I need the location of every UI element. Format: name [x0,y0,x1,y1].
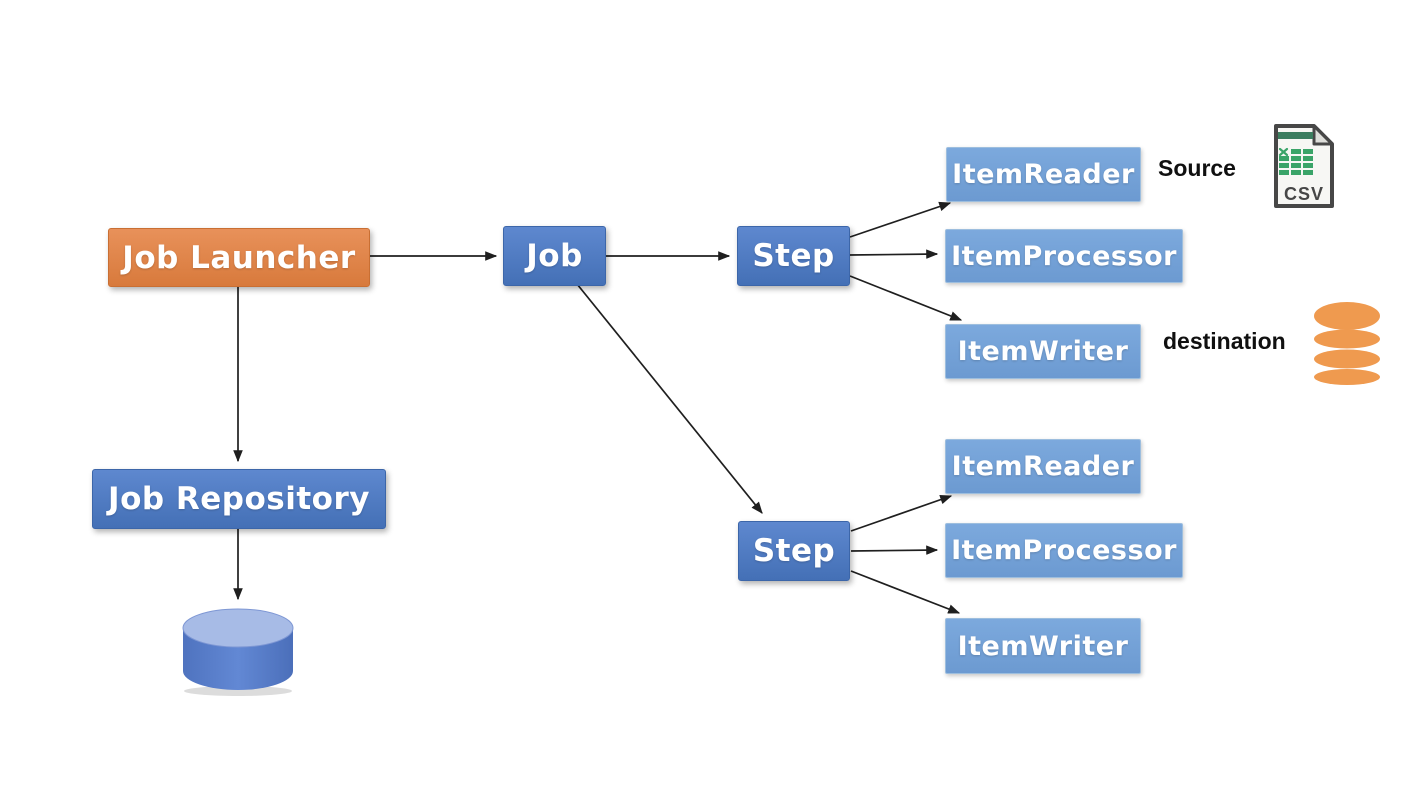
repository-database-cylinder-icon [180,602,296,703]
arrow-step1-to-processor [849,249,939,259]
node-job-launcher: Job Launcher [108,228,370,287]
csv-icon-label: CSV [1284,184,1324,204]
node-item-processor-2: ItemProcessor [945,523,1183,578]
node-item-writer-2: ItemWriter [945,618,1141,674]
arrow-step2-to-processor [850,545,939,555]
arrow-step1-to-writer [849,275,963,321]
node-item-reader-2: ItemReader [945,439,1141,494]
arrow-step1-to-reader [849,201,952,238]
source-label: Source [1158,155,1236,181]
destination-database-icon [1311,301,1383,390]
destination-label: destination [1163,328,1286,354]
node-job-repository: Job Repository [92,469,386,529]
arrow-step2-to-reader [850,495,953,532]
node-item-reader-1: ItemReader [946,147,1141,202]
arrow-job-to-step2 [576,283,763,514]
arrow-step2-to-writer [850,570,961,614]
node-job: Job [503,226,606,286]
node-item-processor-1: ItemProcessor [945,229,1183,283]
node-step-2: Step [738,521,850,581]
node-step-1: Step [737,226,850,286]
csv-file-icon: CSV [1266,122,1342,217]
node-item-writer-1: ItemWriter [945,324,1141,379]
